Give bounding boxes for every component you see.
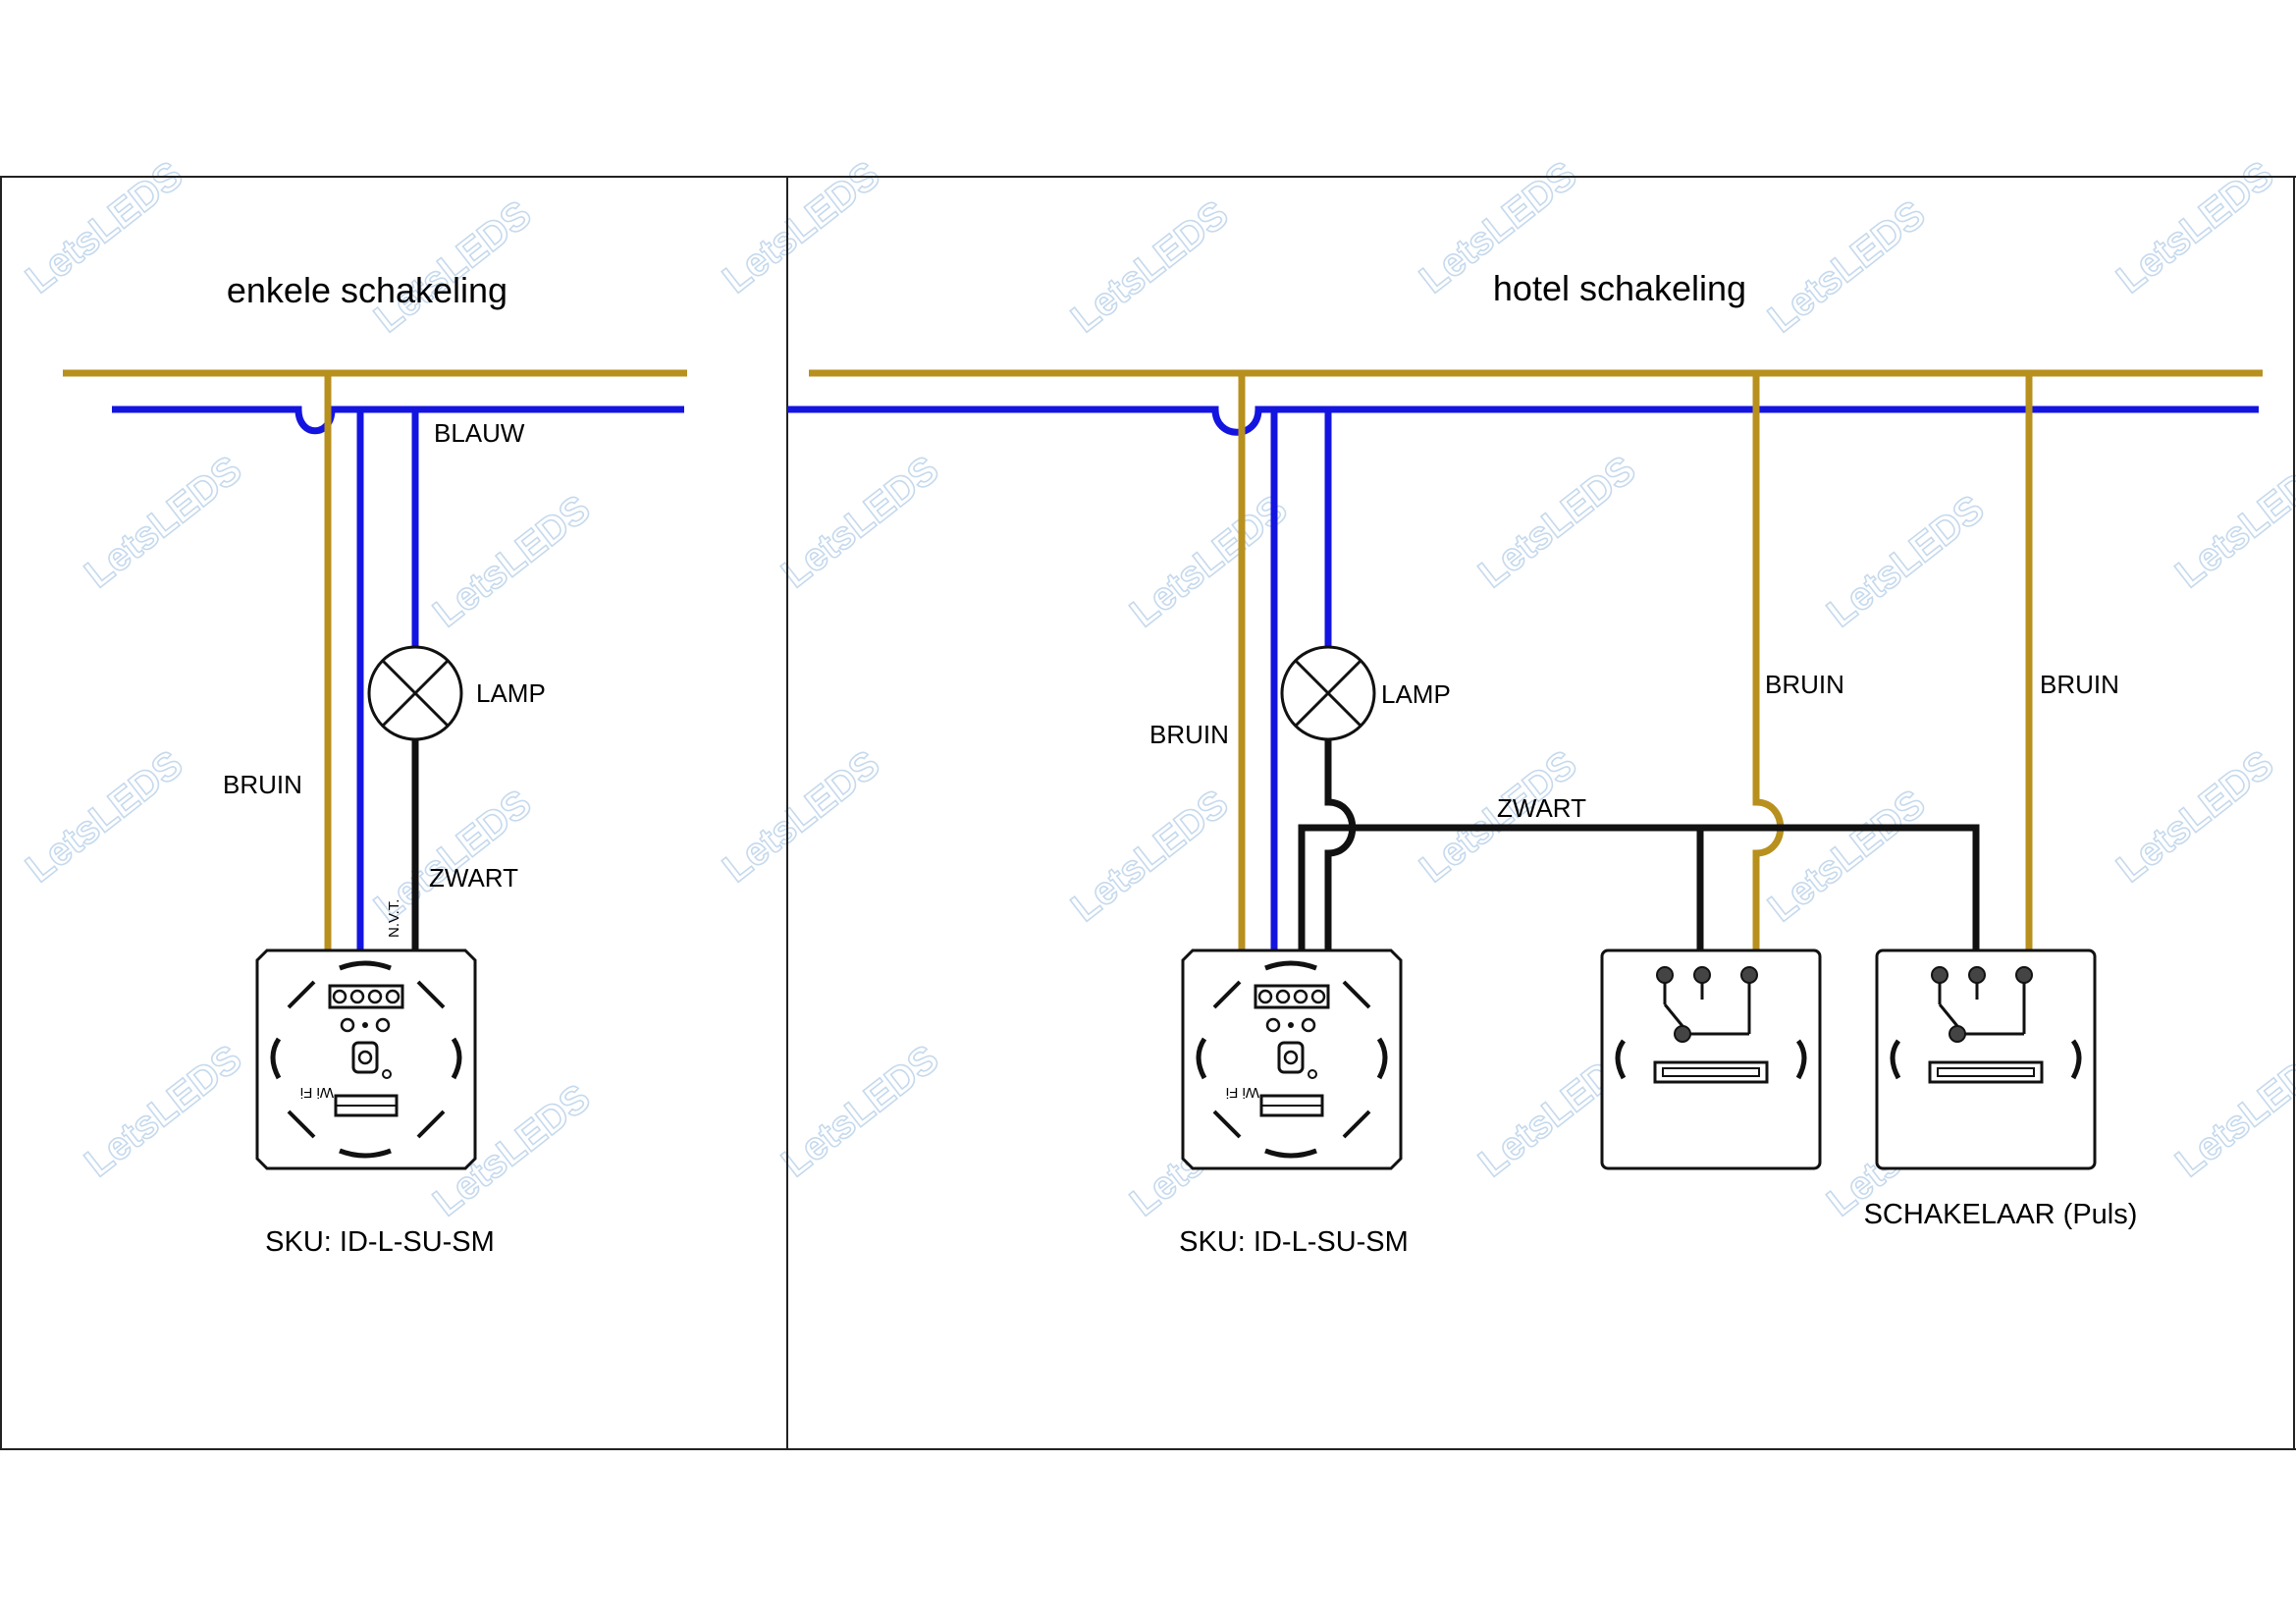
watermark-text: LetsLEDS [1819,487,1992,635]
left-panel: enkele schakeling BLAUW LAMP BRUIN ZWART… [63,270,687,1258]
black-switch-bus [1298,824,1980,954]
right-panel-title: hotel schakeling [1493,268,1746,308]
panel-frames [0,176,2296,1450]
watermark-text: LetsLEDS [2167,1037,2296,1185]
right-panel: hotel schakeling LAMP BRUIN BRUI [787,268,2263,1258]
watermark-text: LetsLEDS [774,448,946,596]
watermark-text: LetsLEDS [1063,782,1236,930]
watermark-text: LetsLEDS [715,153,887,301]
watermark-text: LetsLEDS [77,448,249,596]
left-panel-title: enkele schakeling [227,270,507,310]
watermark-text: LetsLEDS [1122,487,1295,635]
watermark-text: LetsLEDS [2109,153,2281,301]
dimmer-device: Wi Fi [257,950,475,1168]
watermark-text: LetsLEDS [2167,448,2296,596]
watermark-text: LetsLEDS [1063,192,1236,341]
brown-drop-switch-1 [1752,373,1785,954]
watermark-text: LetsLEDS [77,1037,249,1185]
watermark-text: LetsLEDS [1760,782,1933,930]
dimmer-device: Wi Fi [1183,950,1401,1168]
label-lamp: LAMP [476,678,546,708]
watermark-text: LetsLEDS [774,1037,946,1185]
label-zwart: ZWART [429,863,518,893]
label-lamp: LAMP [1381,679,1451,709]
watermark-text: LetsLEDS [366,192,539,341]
left-sku-label: SKU: ID-L-SU-SM [265,1226,495,1258]
watermark-text: LetsLEDS [18,742,190,891]
label-nvt: N.V.T. [386,899,402,938]
label-bruin: BRUIN [223,770,302,799]
watermark-text: LetsLEDS [1470,448,1643,596]
switch-caption: SCHAKELAAR (Puls) [1864,1199,2138,1230]
watermark-text: LetsLEDS [425,487,598,635]
dimmer-wifi-label: Wi Fi [300,1084,334,1101]
label-bruin-switch-2: BRUIN [2040,670,2119,699]
label-blauw: BLAUW [434,418,525,448]
right-sku-label: SKU: ID-L-SU-SM [1179,1226,1409,1258]
blue-bus-wire [787,406,2259,436]
label-zwart: ZWART [1497,793,1586,823]
dimmer-wifi-label: Wi Fi [1226,1084,1259,1101]
watermark-text: LetsLEDS [2109,742,2281,891]
watermark-text: LetsLEDS [18,153,190,301]
push-switch-1 [1602,950,1820,1168]
lamp-symbol [1280,645,1376,741]
watermark-text: LetsLEDS [715,742,887,891]
watermark-text: LetsLEDS [1760,192,1933,341]
lamp-symbol [367,645,463,741]
label-bruin-dimmer: BRUIN [1149,720,1229,749]
push-switch-2 [1877,950,2095,1168]
blue-bus-wire [112,406,684,435]
label-bruin-switch-1: BRUIN [1765,670,1844,699]
